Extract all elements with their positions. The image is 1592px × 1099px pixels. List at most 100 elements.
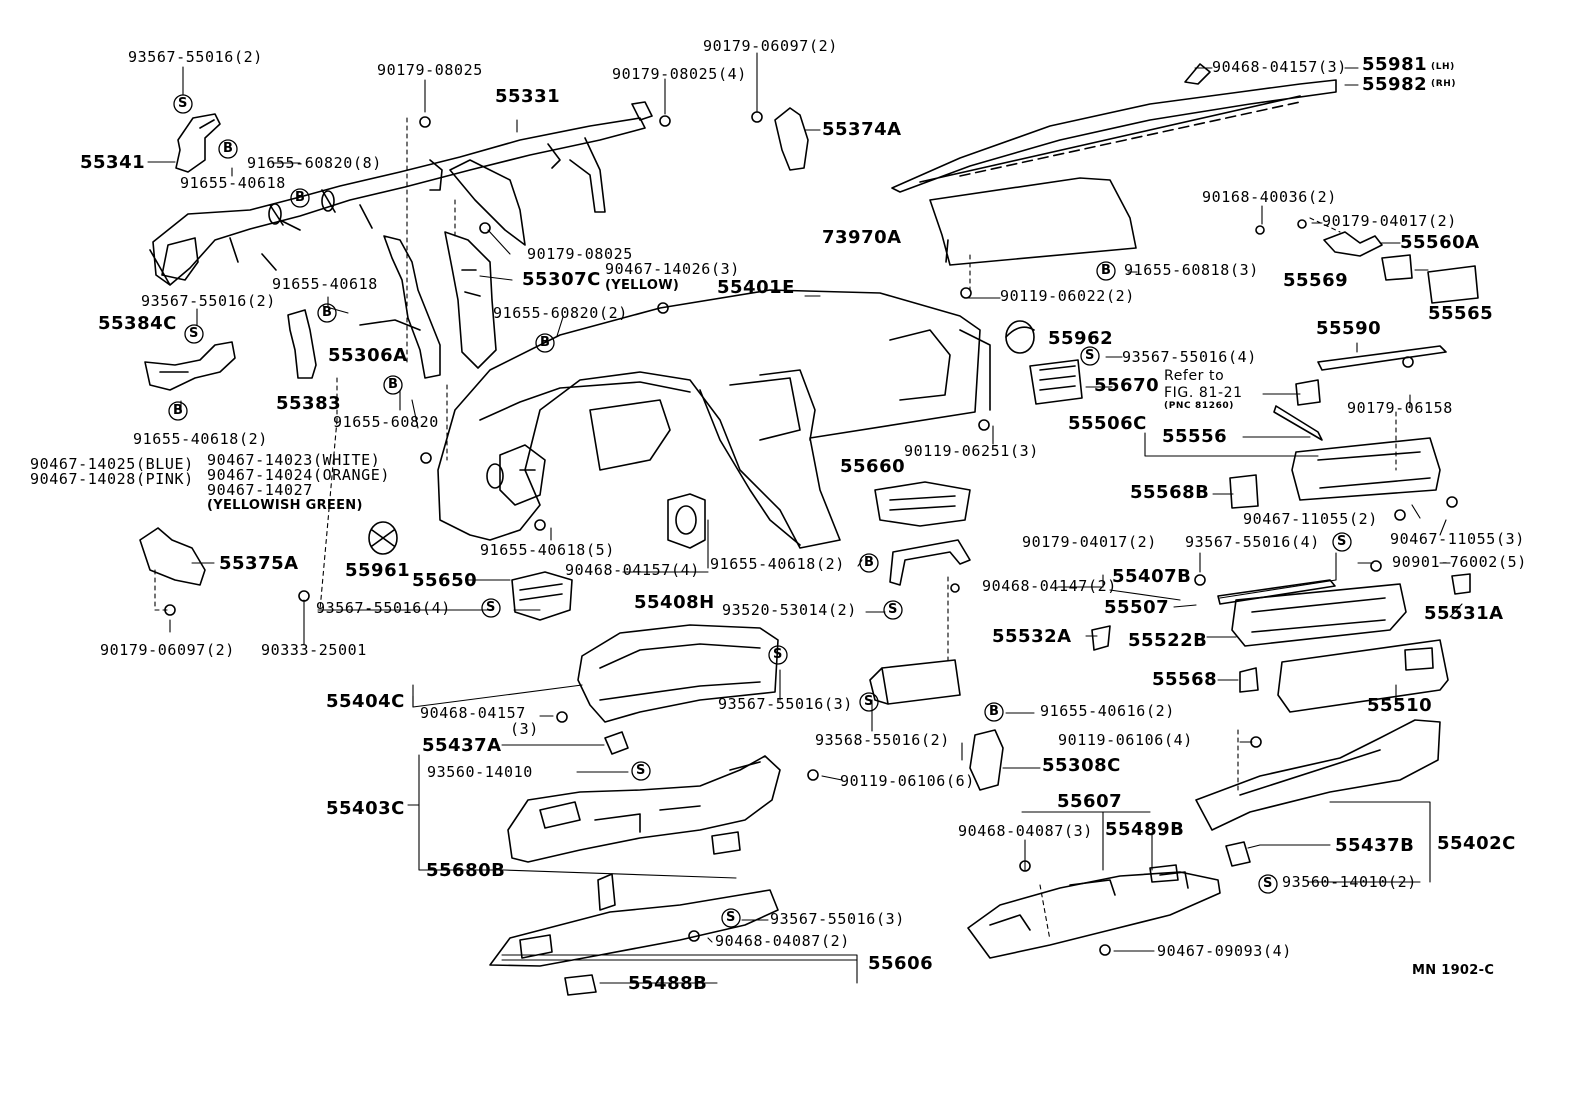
part-55568b-clip	[1229, 474, 1259, 509]
part-number: 55507	[1104, 597, 1170, 618]
part-55308c-bracket	[969, 729, 1004, 791]
symbol-b: B	[388, 377, 399, 392]
part-55408h-trim	[667, 493, 706, 549]
part-label: 91655-60820(8)	[247, 154, 382, 172]
leader-lines	[147, 52, 1463, 984]
part-label: 91655-40616(2)	[1040, 702, 1175, 720]
part-label: 90468-04147(2)	[982, 577, 1117, 595]
symbol-s: S	[1263, 876, 1273, 891]
part-label: 93568-55016(2)	[815, 731, 950, 749]
part-label: 91655-60820(2)	[493, 304, 628, 322]
part-label: 90467-11055(3)	[1390, 530, 1525, 548]
part-number: 55404C	[326, 691, 405, 712]
part-number: 55569	[1283, 270, 1349, 291]
diagram-id: MN 1902-C	[1412, 963, 1495, 978]
side-lh: (LH)	[1431, 62, 1455, 72]
symbol-b: B	[322, 305, 333, 320]
part-number: 55560A	[1400, 232, 1480, 253]
part-55437b-clip	[1225, 841, 1251, 867]
part-label: 90179-06097(2)	[100, 641, 235, 659]
fasteners	[164, 111, 1458, 956]
part-number: 55374A	[822, 119, 902, 140]
part-55402c-lower-panel	[1195, 719, 1441, 831]
part-label: 90467-14028(PINK)	[30, 470, 194, 488]
part-number: 55306A	[328, 345, 408, 366]
part-55560a-bracket	[1323, 231, 1383, 257]
part-label: 90467-14027	[207, 481, 313, 499]
part-55331-beam	[149, 117, 646, 286]
part-55650-vent	[511, 571, 573, 621]
symbol-b: B	[1101, 263, 1112, 278]
part-label: 90333-25001	[261, 641, 367, 659]
part-label: 90467-09093(4)	[1157, 942, 1292, 960]
part-label: 90467-11055(2)	[1243, 510, 1378, 528]
part-number: 55650	[412, 570, 478, 591]
part-label: 90468-04157(3)	[1212, 58, 1347, 76]
part-number: 55982	[1362, 74, 1428, 95]
part-55532a-clip	[1091, 625, 1111, 651]
part-label: 90467-14024(ORANGE)	[207, 466, 390, 484]
part-55307c-bracket	[444, 231, 497, 369]
part-label: 90179-06158	[1347, 399, 1453, 417]
part-label: 91655-40618(5)	[480, 541, 615, 559]
part-55962-knob	[1005, 320, 1035, 354]
part-label: 90119-06022(2)	[1000, 287, 1135, 305]
part-55590-rail	[1317, 345, 1447, 371]
part-55606-lower-panel	[489, 889, 779, 967]
part-number: 55401E	[717, 277, 795, 298]
part-label: 93520-53014(2)	[722, 601, 857, 619]
symbol-s: S	[726, 910, 736, 925]
part-label: 91655-40618(2)	[710, 555, 845, 573]
part-number: 55510	[1367, 695, 1433, 716]
part-number: 55962	[1048, 328, 1114, 349]
part-label: 90179-06097(2)	[703, 37, 838, 55]
part-55489b-clip	[1149, 864, 1179, 883]
part-55522b-door-frame	[1231, 583, 1407, 647]
symbol-markers	[168, 94, 1352, 928]
part-number: 55680B	[426, 860, 506, 881]
part-label: 90468-04157(4)	[565, 561, 700, 579]
part-55383-bracket	[287, 309, 317, 379]
symbol-s: S	[888, 602, 898, 617]
part-number: 55407B	[1112, 566, 1192, 587]
part-number: 55670	[1094, 375, 1160, 396]
part-55375a-bracket	[139, 527, 206, 586]
part-55341-bracket	[175, 113, 221, 173]
part-number: 55568	[1152, 669, 1218, 690]
symbol-b: B	[295, 190, 306, 205]
part-label: 90119-06106(6)	[840, 772, 975, 790]
symbol-b: B	[173, 403, 184, 418]
part-label: 90468-04157	[420, 704, 526, 722]
part-number: 55531A	[1424, 603, 1504, 624]
part-label-qty: (3)	[510, 720, 539, 738]
part-number: 55403C	[326, 798, 405, 819]
part-55437a-clip	[604, 731, 629, 755]
part-label: 90119-06251(3)	[904, 442, 1039, 460]
symbol-s: S	[486, 600, 496, 615]
part-number: 55489B	[1105, 819, 1185, 840]
part-label: 93567-55016(3)	[718, 695, 853, 713]
part-55660-vent	[874, 481, 971, 527]
part-55568-clip	[1239, 667, 1259, 693]
color-note: (YELLOW)	[605, 278, 680, 293]
part-55670-vent	[1029, 359, 1083, 405]
part-number: 55408H	[634, 592, 715, 613]
part-number: 55565	[1428, 303, 1494, 324]
part-number: 55506C	[1068, 413, 1147, 434]
part-number: 55308C	[1042, 755, 1121, 776]
part-55488b-clip	[564, 974, 597, 996]
part-label: 90901-76002(5)	[1392, 553, 1527, 571]
part-55507-frame	[1217, 579, 1336, 605]
part-55680b-duct	[711, 831, 741, 855]
dashed-lines	[154, 117, 1397, 941]
part-number: 55331	[495, 86, 561, 107]
part-number: 55402C	[1437, 833, 1516, 854]
part-55981-defroster-nozzle	[891, 79, 1337, 193]
part-label: 93567-55016(2)	[128, 48, 263, 66]
part-55607-lower-panel	[967, 871, 1221, 959]
symbol-s: S	[1337, 534, 1347, 549]
part-55403c-lower-panel	[507, 755, 781, 863]
part-label: 93567-55016(3)	[770, 910, 905, 928]
